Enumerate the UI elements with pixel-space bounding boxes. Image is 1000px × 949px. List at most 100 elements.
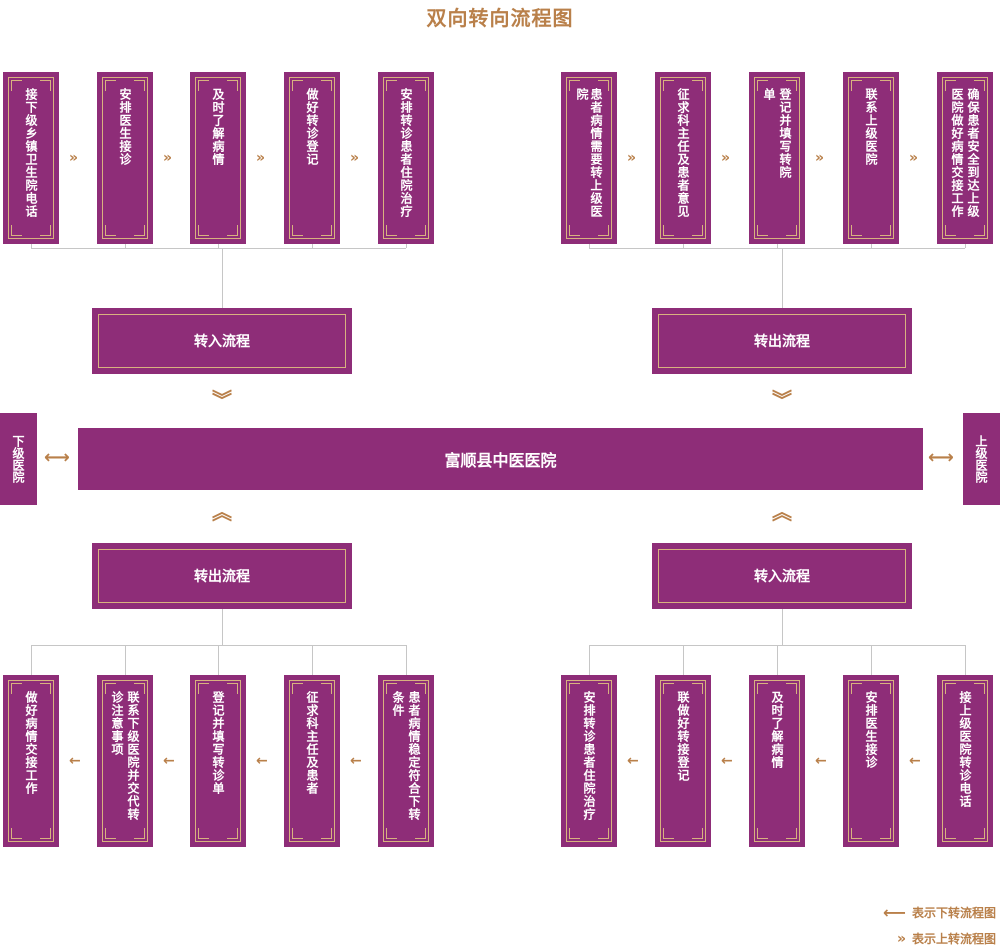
top-left-step-2: 安排医生接诊 <box>97 72 153 244</box>
top-left-step-1: 接下级乡镇卫生院电话 <box>3 72 59 244</box>
connector-line <box>683 645 684 675</box>
lower-hospital-label: 下级医院 <box>11 435 25 483</box>
center-hospital-label: 富顺县中医医院 <box>444 451 557 470</box>
connector-line <box>31 244 32 248</box>
step-arrow-icon: ← <box>69 753 81 769</box>
upper-hospital-label: 上级医院 <box>974 435 988 483</box>
step-arrow-icon: ← <box>256 753 268 769</box>
bottom-left-step-3: 登记并填写转诊单 <box>190 675 246 847</box>
bottom-left-step-2: 联系下级医院并交代转诊注意事项 <box>97 675 153 847</box>
connector-line <box>782 248 783 308</box>
step-text: 患者病情稳定符合下转 <box>407 691 421 821</box>
double-chevron-down-icon: ︾ <box>772 388 792 412</box>
step-arrow-icon: ← <box>815 753 827 769</box>
top-right-step-2: 征求科主任及患者意见 <box>655 72 711 244</box>
connector-line <box>125 645 126 675</box>
connector-line <box>589 248 965 249</box>
step-text: 安排医生接诊 <box>864 691 878 769</box>
center-hospital-box: 富顺县中医医院 <box>78 428 923 490</box>
bottom-right-step-2: 联做好转接登记 <box>655 675 711 847</box>
double-chevron-up-icon: ︽ <box>772 500 792 524</box>
step-arrow-icon: » <box>815 150 825 166</box>
flow-label: 转出流程 <box>754 334 810 350</box>
top-left-step-5: 安排转诊患者住院治疗 <box>378 72 434 244</box>
step-text: 接下级乡镇卫生院电话 <box>24 88 38 218</box>
step-text: 诊注意事项 <box>110 691 124 756</box>
connector-line <box>871 244 872 248</box>
step-arrow-icon: » <box>350 150 360 166</box>
connector-line <box>406 244 407 248</box>
connector-line <box>31 645 32 675</box>
step-text: 医院做好病情交接工作 <box>950 88 964 218</box>
flow-label: 转入流程 <box>754 569 810 585</box>
step-arrow-icon: ← <box>721 753 733 769</box>
double-chevron-down-icon: ︾ <box>212 388 232 412</box>
legend-down-label: 表示下转流程图 <box>911 906 996 920</box>
connector-line <box>312 244 313 248</box>
top-right-step-4: 联系上级医院 <box>843 72 899 244</box>
step-text: 安排医生接诊 <box>118 88 132 166</box>
step-arrow-icon: ← <box>909 753 921 769</box>
step-arrow-icon: ← <box>163 753 175 769</box>
connector-line <box>965 645 966 675</box>
step-arrow-icon: » <box>627 150 637 166</box>
step-arrow-icon: » <box>256 150 266 166</box>
step-text: 安排转诊患者住院治疗 <box>399 88 413 218</box>
legend-up: » 表示上转流程图 <box>897 930 996 947</box>
connector-line <box>312 645 313 675</box>
connector-line <box>406 645 407 675</box>
step-text: 患者病情需要转上级医院 <box>575 88 603 218</box>
connector-line <box>683 244 684 248</box>
connector-line <box>777 645 778 675</box>
step-text: 确保患者安全到达上级 <box>966 88 980 218</box>
step-text: 及时了解病情 <box>211 88 225 166</box>
double-chevron-icon: » <box>896 930 906 947</box>
step-arrow-icon: ← <box>350 753 362 769</box>
step-text: 征求科主任及患者 <box>305 691 319 795</box>
bottom-left-step-5: 患者病情稳定符合下转条件 <box>378 675 434 847</box>
bottom-right-step-4: 安排医生接诊 <box>843 675 899 847</box>
connector-line <box>777 244 778 248</box>
connector-line <box>125 244 126 248</box>
legend-up-label: 表示上转流程图 <box>911 932 996 946</box>
connector-line <box>31 248 406 249</box>
bottom-left-step-1: 做好病情交接工作 <box>3 675 59 847</box>
step-text: 做好病情交接工作 <box>24 691 38 795</box>
top-left-step-3: 及时了解病情 <box>190 72 246 244</box>
step-arrow-icon: » <box>909 150 919 166</box>
step-text: 征求科主任及患者意见 <box>676 88 690 218</box>
step-arrow-icon: » <box>163 150 173 166</box>
bottom-left-step-4: 征求科主任及患者 <box>284 675 340 847</box>
flow-label: 转入流程 <box>194 334 250 350</box>
right-double-arrow-icon: ⟷ <box>928 447 954 468</box>
step-text: 接上级医院转诊电话 <box>958 691 972 808</box>
connector-line <box>782 609 783 645</box>
connector-line <box>589 244 590 248</box>
step-arrow-icon: » <box>721 150 731 166</box>
connector-line <box>589 645 590 675</box>
connector-line <box>965 244 966 248</box>
double-chevron-up-icon: ︽ <box>212 500 232 524</box>
left-double-arrow-icon: ⟷ <box>44 447 70 468</box>
step-text: 登记并填写转诊单 <box>211 691 225 795</box>
top-right-step-5: 确保患者安全到达上级医院做好病情交接工作 <box>937 72 993 244</box>
step-text: 条件 <box>391 691 405 717</box>
step-text: 安排转诊患者住院治疗 <box>582 691 596 821</box>
step-text: 及时了解病情 <box>770 691 784 769</box>
legend-down: ⟵ 表示下转流程图 <box>883 903 996 922</box>
upper-hospital-box: 上级医院 <box>963 413 1000 505</box>
connector-line <box>871 645 872 675</box>
left-arrow-icon: ⟵ <box>883 903 906 922</box>
connector-line <box>222 609 223 645</box>
top-left-label-box: 转入流程 <box>92 308 352 374</box>
flow-label: 转出流程 <box>194 569 250 585</box>
bottom-right-label-box: 转入流程 <box>652 543 912 609</box>
diagram-title: 双向转向流程图 <box>426 6 574 30</box>
top-right-label-box: 转出流程 <box>652 308 912 374</box>
step-text: 登记并填写转院 <box>778 88 792 179</box>
connector-line <box>218 244 219 248</box>
step-text: 联做好转接登记 <box>676 691 690 782</box>
top-right-step-3: 登记并填写转院单 <box>749 72 805 244</box>
bottom-right-step-3: 及时了解病情 <box>749 675 805 847</box>
step-text: 做好转诊登记 <box>305 88 319 166</box>
